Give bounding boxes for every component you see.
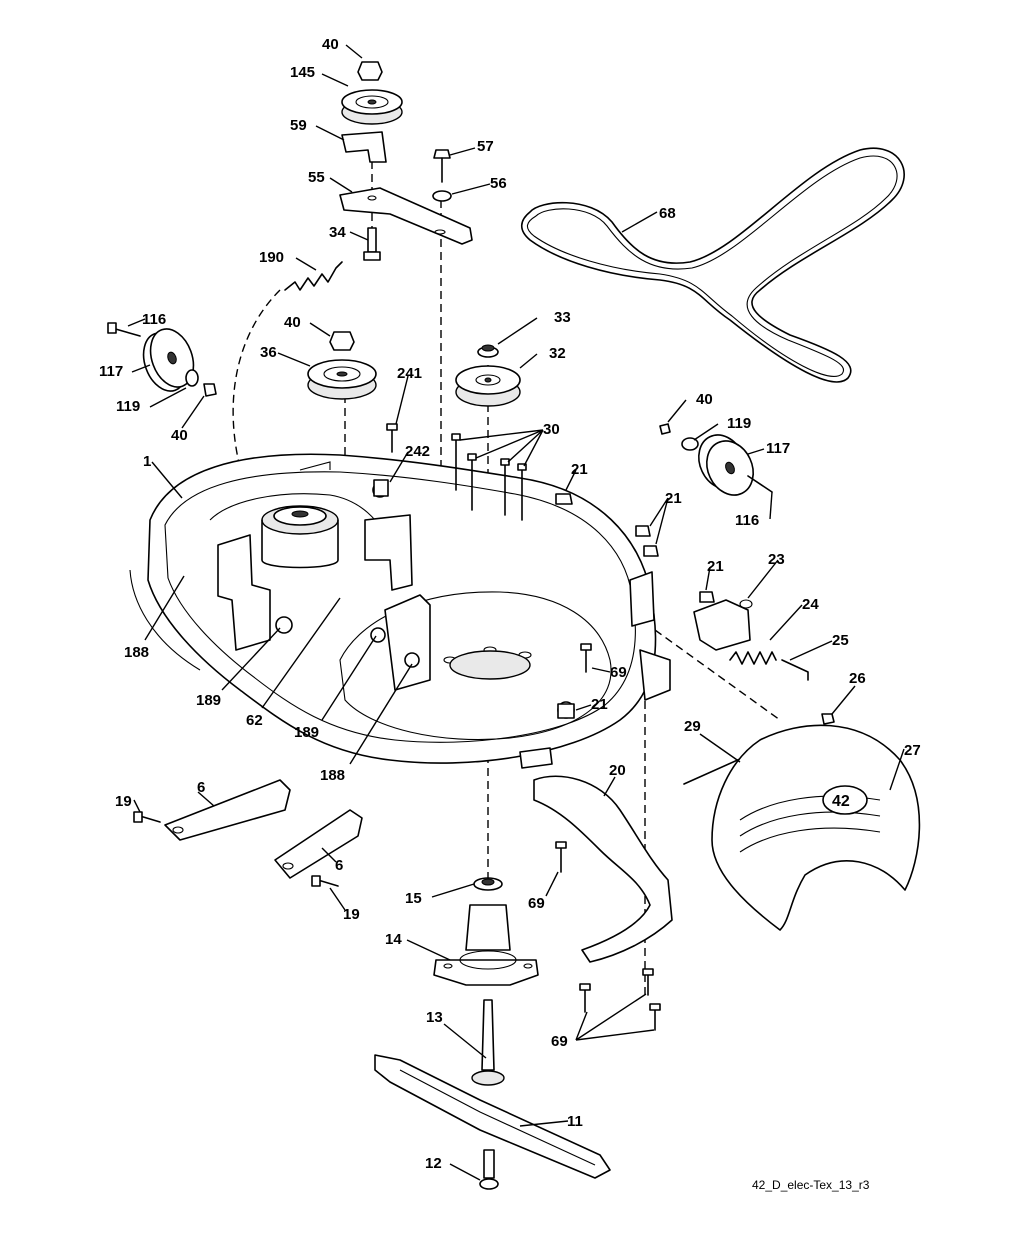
callout-21-d: 21 — [591, 696, 608, 713]
callout-117-left: 117 — [99, 363, 123, 380]
callout-119-left: 119 — [116, 398, 140, 415]
callout-56: 56 — [490, 175, 507, 192]
callout-29: 29 — [684, 718, 701, 735]
callout-19-b: 19 — [343, 906, 360, 923]
callout-34: 34 — [329, 224, 346, 241]
callout-27: 27 — [904, 742, 921, 759]
callout-116-right: 116 — [735, 512, 759, 529]
callout-19-a: 19 — [115, 793, 132, 810]
discharge-deflector: 42 — [683, 724, 921, 931]
mower-deck — [129, 453, 671, 769]
callout-26: 26 — [849, 670, 866, 687]
bolts-30 — [373, 423, 573, 521]
drive-belt — [520, 147, 905, 383]
mower-blade — [374, 1054, 611, 1190]
callout-55: 55 — [308, 169, 325, 186]
callout-12: 12 — [425, 1155, 442, 1172]
bracket-spring-rod — [693, 599, 835, 725]
callout-69-a: 69 — [610, 664, 627, 681]
top-idler-assembly — [284, 61, 473, 291]
callout-119-right: 119 — [727, 415, 751, 432]
callout-32: 32 — [549, 345, 566, 362]
callout-6-a: 6 — [197, 779, 205, 796]
callout-188-mid: 188 — [320, 767, 345, 784]
baffle — [533, 775, 673, 963]
callout-242: 242 — [405, 443, 430, 460]
right-gauge-wheel — [659, 423, 773, 496]
callout-24: 24 — [802, 596, 819, 613]
lift-arms — [133, 779, 363, 887]
callout-23: 23 — [768, 551, 785, 568]
callout-189-left: 189 — [196, 692, 221, 709]
callout-241: 241 — [397, 365, 422, 382]
callout-1: 1 — [143, 453, 151, 470]
callout-15: 15 — [405, 890, 422, 907]
callout-68: 68 — [659, 205, 676, 222]
callout-20: 20 — [609, 762, 626, 779]
callout-40-mid: 40 — [284, 314, 301, 331]
callout-labels: 40 145 59 57 56 55 68 34 190 116 40 33 1… — [99, 36, 921, 1172]
callout-33: 33 — [554, 309, 571, 326]
callout-6-b: 6 — [335, 857, 343, 874]
callout-189-mid: 189 — [294, 724, 319, 741]
callout-36: 36 — [260, 344, 277, 361]
callout-116-left: 116 — [142, 311, 166, 328]
callout-188-left: 188 — [124, 644, 149, 661]
callout-59: 59 — [290, 117, 307, 134]
callout-14: 14 — [385, 931, 402, 948]
callout-57: 57 — [477, 138, 494, 155]
callout-40-top: 40 — [322, 36, 339, 53]
callout-11: 11 — [567, 1113, 583, 1130]
bolts-69 — [555, 841, 661, 1031]
drawing-code: 42_D_elec-Tex_13_r3 — [752, 1178, 870, 1192]
center-pulley — [455, 344, 521, 407]
deflector-badge-text: 42 — [832, 793, 850, 810]
callout-190: 190 — [259, 249, 284, 266]
callout-62: 62 — [246, 712, 263, 729]
callout-69-c: 69 — [551, 1033, 568, 1050]
callout-117-right: 117 — [766, 440, 790, 457]
nuts-21 — [557, 525, 715, 719]
left-idler-pulley — [307, 331, 377, 400]
callout-25: 25 — [832, 632, 849, 649]
callout-145: 145 — [290, 64, 315, 81]
callout-21-c: 21 — [707, 558, 724, 575]
spindle-assembly — [433, 877, 539, 1086]
callout-21-b: 21 — [665, 490, 682, 507]
callout-40-left: 40 — [171, 427, 188, 444]
left-gauge-wheel — [107, 322, 217, 397]
callout-69-b: 69 — [528, 895, 545, 912]
callout-13: 13 — [426, 1009, 443, 1026]
callout-leader-lines — [127, 44, 905, 1181]
callout-21-a: 21 — [571, 461, 588, 478]
callout-30: 30 — [543, 421, 560, 438]
callout-40-right: 40 — [696, 391, 713, 408]
